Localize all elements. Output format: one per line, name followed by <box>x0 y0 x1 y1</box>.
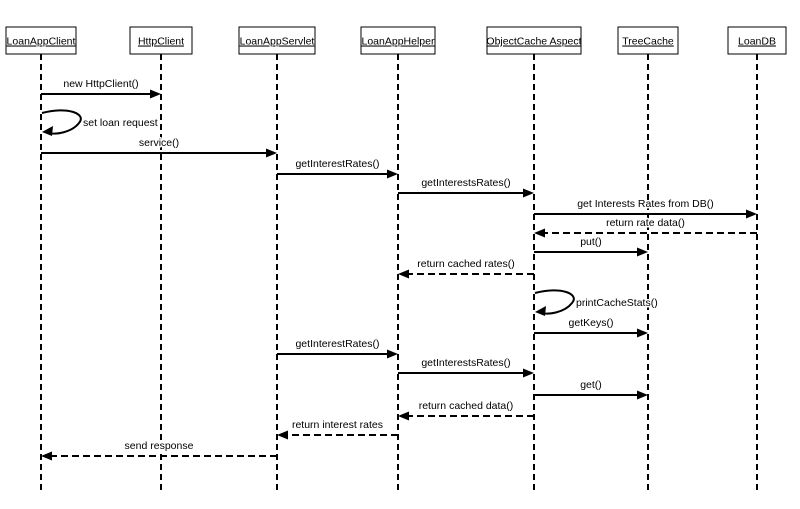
arrowhead-icon <box>637 247 648 257</box>
message-3-service--label: service() <box>139 137 179 149</box>
arrowhead-icon <box>637 390 648 400</box>
arrowhead-icon <box>535 306 546 316</box>
message-4-getinterestrates--label: getInterestRates() <box>295 158 379 170</box>
message-10-printcachestats--loop <box>534 289 575 315</box>
actor-box-loanapphelper <box>360 26 436 55</box>
actor-box-objectcache-aspect <box>486 26 582 55</box>
message-7-return-rate-data--label: return rate data() <box>606 217 685 229</box>
arrowhead-icon <box>746 209 757 219</box>
message-2-set-loan-request-loop <box>41 109 82 135</box>
message-11-getkeys--label: getKeys() <box>569 317 614 329</box>
message-14-get--label: get() <box>580 379 602 391</box>
arrowhead-icon <box>398 411 409 421</box>
message-9-return-cached-rates--label: return cached rates() <box>417 258 514 270</box>
arrowhead-icon <box>387 169 398 179</box>
actor-box-treecache <box>617 26 679 55</box>
actor-box-httpclient <box>129 26 193 55</box>
message-5-getinterestsrates--label: getInterestsRates() <box>421 177 510 189</box>
message-16-return-interest-rates-label: return interest rates <box>292 419 383 431</box>
message-8-put--label: put() <box>580 236 602 248</box>
arrowhead-icon <box>637 328 648 338</box>
actor-label-httpclient: HttpClient <box>138 36 184 48</box>
message-2-set-loan-request-label: set loan request <box>83 117 158 129</box>
message-15-return-cached-data--label: return cached data() <box>419 400 514 412</box>
arrowhead-icon <box>150 89 161 99</box>
actor-label-loanapphelper: LoanAppHelper <box>362 36 435 48</box>
arrowhead-icon <box>398 269 409 279</box>
actor-label-loanappservlet: LoanAppServlet <box>240 36 315 48</box>
arrowhead-icon <box>387 349 398 359</box>
actor-box-loanappservlet <box>238 26 316 55</box>
message-1-new-httpclient--label: new HttpClient() <box>63 78 138 90</box>
arrowhead-icon <box>534 228 545 238</box>
actor-label-objectcache-aspect: ObjectCache Aspect <box>486 36 581 48</box>
message-10-printcachestats--label: printCacheStats() <box>576 297 658 309</box>
message-17-send-response-label: send response <box>125 440 194 452</box>
message-12-getinterestrates--label: getInterestRates() <box>295 338 379 350</box>
arrowhead-icon <box>266 148 277 158</box>
actor-label-treecache: TreeCache <box>622 36 674 48</box>
arrowhead-icon <box>42 126 53 136</box>
message-13-getinterestsrates--label: getInterestsRates() <box>421 357 510 369</box>
actor-label-loanappclient: LoanAppClient <box>7 36 76 48</box>
arrowhead-icon <box>523 188 534 198</box>
arrowhead-icon <box>41 451 52 461</box>
actor-box-loanappclient <box>5 26 77 55</box>
actor-box-loandb <box>727 26 787 55</box>
arrowhead-icon <box>277 430 288 440</box>
actor-label-loandb: LoanDB <box>738 36 776 48</box>
arrowhead-icon <box>523 368 534 378</box>
message-6-get-interests-rates-from-db--label: get Interests Rates from DB() <box>577 198 714 210</box>
